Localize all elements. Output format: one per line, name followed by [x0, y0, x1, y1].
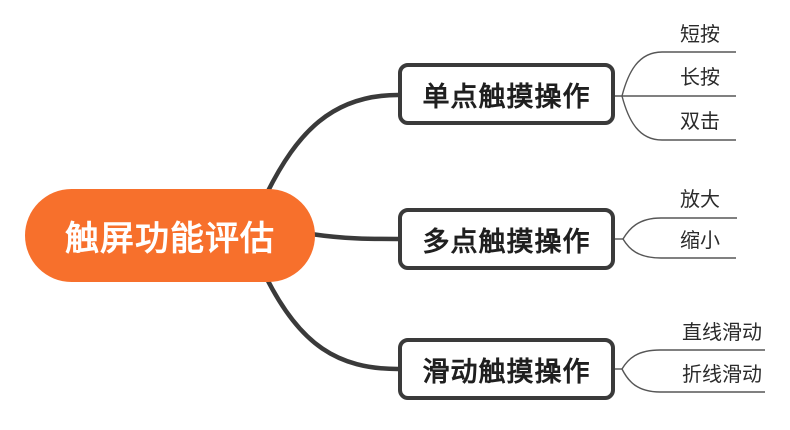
leaf-node-zoom-out[interactable]: 缩小: [680, 230, 720, 252]
connector-root-to-branch2: [308, 231, 401, 242]
branch-node-single-point-touch[interactable]: 单点触摸操作: [398, 63, 615, 125]
branch-node-swipe-touch[interactable]: 滑动触摸操作: [398, 338, 615, 400]
leaf-node-straight-swipe[interactable]: 直线滑动: [682, 322, 762, 344]
connector-root-to-branch1: [264, 92, 401, 196]
leaf-node-zoom-in[interactable]: 放大: [680, 189, 720, 211]
leaf-line-double-tap: [621, 95, 736, 141]
branch-node-multi-point-touch[interactable]: 多点触摸操作: [398, 208, 615, 270]
leaf-line-zoom-out: [622, 238, 736, 259]
leaf-line-zoom-in: [622, 217, 737, 240]
leaf-line-polyline-swipe: [621, 368, 765, 393]
connector-root-to-branch3: [263, 274, 401, 372]
root-node-touchscreen-evaluation[interactable]: 触屏功能评估: [25, 189, 315, 282]
leaf-node-polyline-swipe[interactable]: 折线滑动: [682, 364, 762, 386]
leaf-node-long-press[interactable]: 长按: [680, 67, 720, 89]
leaf-node-short-press[interactable]: 短按: [680, 24, 720, 46]
leaf-node-double-tap[interactable]: 双击: [680, 111, 720, 133]
leaf-line-short-press: [621, 51, 736, 97]
leaf-line-straight-swipe: [621, 349, 765, 370]
